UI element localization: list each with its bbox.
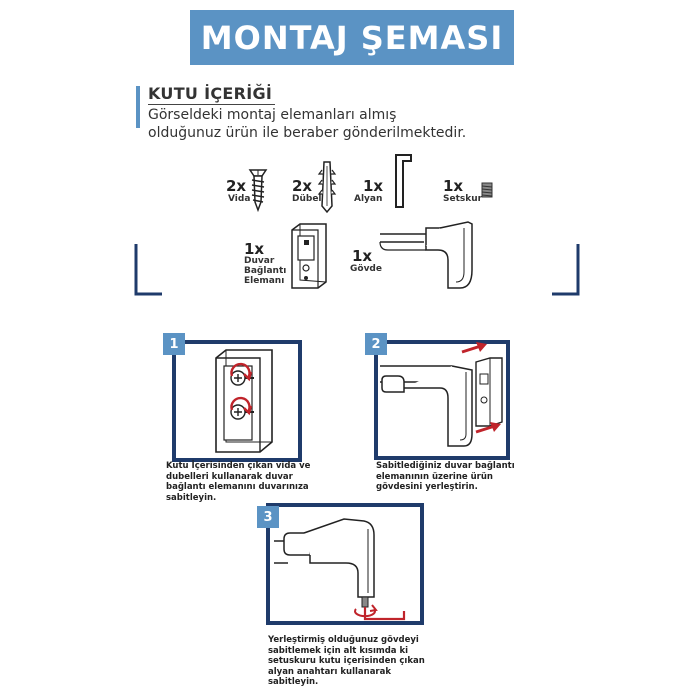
- label-line: Elemanı: [244, 276, 285, 286]
- text-line: Kutu İçerisinden çıkan vida ve: [166, 461, 311, 471]
- label-line: Duvar: [244, 256, 275, 266]
- wall-bracket-icon: [291, 223, 327, 289]
- text-line: elemanının üzerine ürün: [376, 471, 493, 482]
- set-screw-fixing-illustration: [274, 518, 406, 621]
- part-label-wall-plug: Dübel: [292, 194, 322, 204]
- step-3-number: 3: [257, 506, 279, 528]
- step-1-illustration: [172, 340, 302, 462]
- set-screw-icon: [481, 182, 493, 198]
- part-label-body: Gövde: [350, 264, 382, 274]
- text-line: sabitlemek için alt kısımda ki: [268, 645, 409, 656]
- part-qty-wall-bracket: 1x: [244, 240, 265, 258]
- body-icon: [379, 221, 473, 289]
- rotate-arrow-icon: [230, 396, 253, 416]
- label-line: Bağlantı: [244, 266, 287, 276]
- text-line: gövdesini yerleştirin.: [376, 482, 478, 492]
- box-contents-underline: [148, 104, 275, 105]
- frame-corner-right: [552, 244, 580, 296]
- description-line: olduğunuz ürün ile beraber gönderilmekte…: [148, 125, 467, 141]
- part-qty-body: 1x: [352, 247, 373, 265]
- step-3-illustration: [266, 503, 424, 625]
- step-1-number: 1: [163, 333, 185, 355]
- text-line: setuskuru kutu içerisinden çıkan: [268, 656, 425, 666]
- step-2-text: Sabitlediğiniz duvar bağlantı elemanının…: [376, 461, 546, 493]
- step-2-illustration: [374, 340, 510, 460]
- screw-icon: [248, 169, 268, 213]
- part-label-set-screw: Setskur: [443, 194, 483, 204]
- title-banner: MONTAJ ŞEMASI: [190, 10, 514, 65]
- page-title: MONTAJ ŞEMASI: [200, 18, 504, 57]
- rotate-arrow-icon: [230, 362, 253, 382]
- body-placement-illustration: [380, 357, 503, 447]
- box-contents-description: Görseldeki montaj elemanları almış olduğ…: [148, 106, 508, 142]
- text-line: dubelleri kullanarak duvar: [166, 471, 293, 482]
- text-line: sabitleyin.: [166, 492, 217, 503]
- step-3-text: Yerleştirmiş olduğunuz gövdeyi sabitleme…: [268, 635, 448, 688]
- text-line: Sabitlediğiniz duvar bağlantı: [376, 461, 515, 471]
- arrow-right-icon: [461, 342, 487, 354]
- box-contents-title: KUTU İÇERİĞİ: [148, 84, 273, 103]
- part-qty-allen-key: 1x: [363, 177, 384, 195]
- part-qty-set-screw: 1x: [443, 177, 464, 195]
- part-label-allen-key: Alyan: [354, 194, 383, 204]
- text-line: Yerleştirmiş olduğunuz gövdeyi: [268, 635, 419, 645]
- description-line: Görseldeki montaj elemanları almış: [148, 107, 397, 123]
- part-qty-screw: 2x: [226, 177, 247, 195]
- part-label-wall-bracket: Duvar Bağlantı Elemanı: [244, 256, 286, 286]
- text-line: bağlantı elemanını duvarınıza: [166, 482, 309, 492]
- step-2-number: 2: [365, 333, 387, 355]
- part-qty-wall-plug: 2x: [292, 177, 313, 195]
- wall-plug-icon: [317, 161, 337, 214]
- arrow-right-icon: [475, 422, 501, 434]
- section-accent-bar: [136, 86, 140, 128]
- step-1-text: Kutu İçerisinden çıkan vida ve dubelleri…: [166, 461, 336, 503]
- text-line: alyan anahtarı kullanarak: [268, 666, 392, 677]
- allen-key-icon: [395, 154, 412, 208]
- frame-corner-left: [134, 244, 162, 296]
- part-label-screw: Vida: [228, 194, 251, 204]
- text-line: sabitleyin.: [268, 677, 319, 687]
